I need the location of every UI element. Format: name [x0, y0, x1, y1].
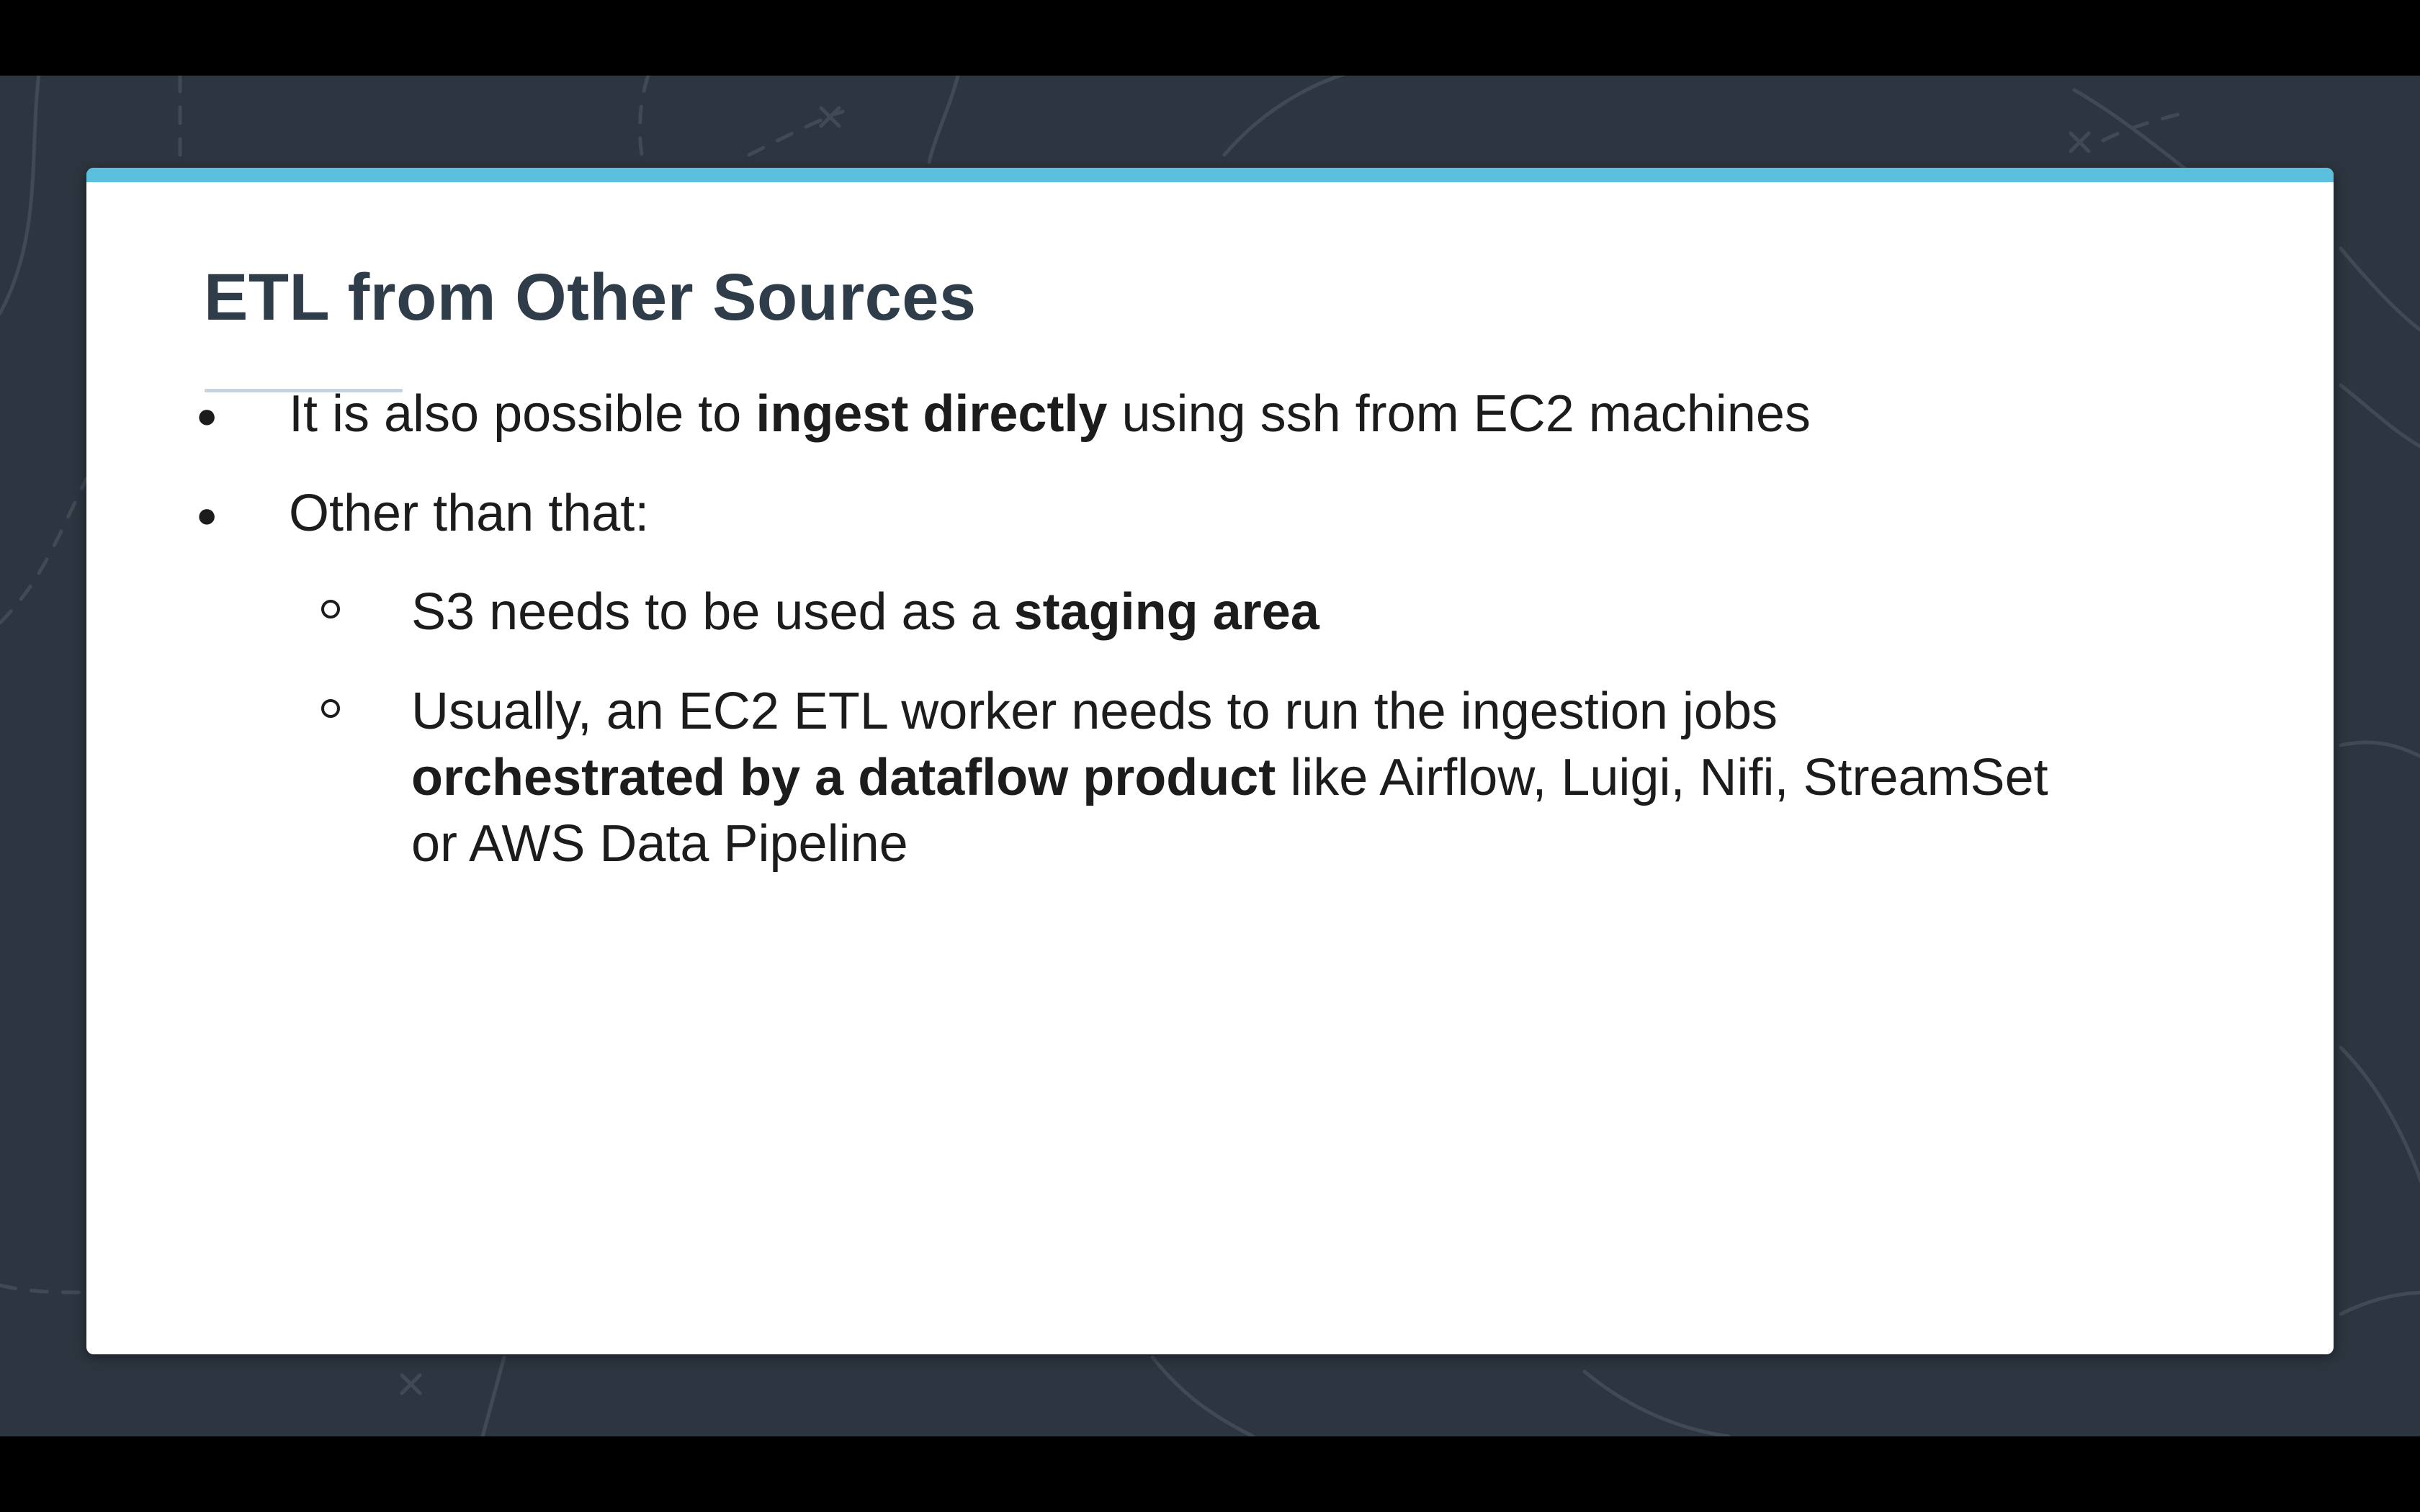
sub-bullet-line: or AWS Data Pipeline	[411, 815, 908, 873]
slide-background: ETL from Other Sources ● It is also poss…	[0, 76, 2420, 1436]
sub-bullet-item-orchestration: Usually, an EC2 ETL worker needs to run …	[411, 678, 2048, 877]
sub-bullet-text: S3 needs to be used as a	[411, 583, 1014, 641]
letterbox-bottom	[0, 1436, 2420, 1512]
bullet-marker: ●	[196, 395, 218, 436]
letterbox-top	[0, 0, 2420, 76]
title-underline	[205, 389, 403, 392]
bullet-marker: ●	[196, 495, 218, 535]
bullet-text: It is also possible to	[289, 385, 756, 443]
sub-bullet-bold-text: staging area	[1013, 583, 1319, 641]
slide-accent-bar	[86, 168, 2334, 182]
sub-bullet-item-staging: S3 needs to be used as a staging area	[411, 579, 1319, 645]
bullet-text: Other than that:	[289, 485, 650, 542]
slide-card: ETL from Other Sources ● It is also poss…	[86, 168, 2334, 1354]
slide-title: ETL from Other Sources	[204, 261, 977, 334]
bullet-item-ingest: It is also possible to ingest directly u…	[289, 381, 1811, 447]
sub-bullet-marker	[321, 699, 340, 718]
sub-bullet-bold-text: orchestrated by a dataflow product	[411, 749, 1276, 806]
sub-bullet-line: orchestrated by a dataflow product like …	[411, 744, 2048, 811]
bullet-bold-text: ingest directly	[756, 385, 1108, 443]
bullet-text: using ssh from EC2 machines	[1107, 385, 1811, 443]
sub-bullet-line: Usually, an EC2 ETL worker needs to run …	[411, 683, 1778, 740]
sub-bullet-marker	[321, 600, 340, 618]
bullet-item-other: Other than that:	[289, 480, 649, 546]
sub-bullet-text: like Airflow, Luigi, Nifi, StreamSet	[1276, 749, 2048, 806]
